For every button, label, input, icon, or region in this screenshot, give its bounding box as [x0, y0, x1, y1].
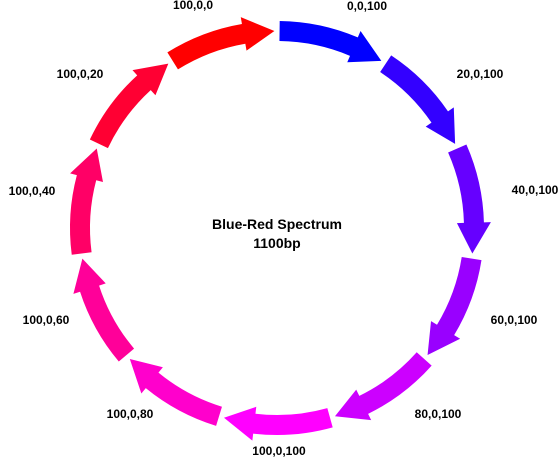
feature-arrow — [279, 21, 382, 63]
feature-label: 40,0,100 — [512, 183, 559, 197]
feature-labels: 0,0,100 20,0,100 40,0,100 60,0,100 80,0,100 1… — [9, 0, 559, 458]
feature-arrow — [427, 257, 482, 356]
feature-label: 60,0,100 — [491, 313, 538, 327]
feature-arrow — [448, 144, 491, 254]
feature-segments — [70, 17, 491, 441]
map-title: Blue-Red Spectrum — [212, 216, 342, 232]
map-length: 1100bp — [253, 235, 300, 251]
feature-label: 100,0,20 — [57, 67, 104, 81]
feature-arrow — [334, 352, 432, 421]
feature-label: 80,0,100 — [415, 407, 462, 421]
feature-label: 100,0,0 — [173, 0, 213, 12]
feature-arrow — [167, 17, 275, 70]
feature-label: 20,0,100 — [457, 67, 504, 81]
feature-label: 100,0,40 — [9, 184, 56, 198]
feature-label: 100,0,60 — [23, 313, 70, 327]
feature-label: 0,0,100 — [347, 0, 387, 13]
feature-arrow — [223, 406, 333, 441]
feature-arrow — [129, 358, 222, 426]
feature-arrow — [380, 55, 456, 144]
feature-arrow — [70, 148, 103, 255]
feature-label: 100,0,80 — [107, 407, 154, 421]
feature-label: 100,0,100 — [252, 444, 306, 458]
feature-arrow — [89, 63, 169, 149]
feature-arrow — [73, 258, 135, 362]
